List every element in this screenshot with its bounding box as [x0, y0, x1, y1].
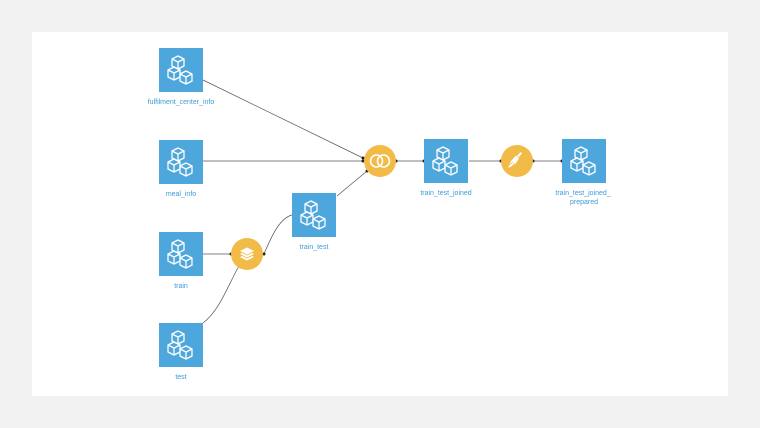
cubes-icon: [167, 239, 193, 269]
cubes-icon: [300, 200, 326, 230]
dataset-label-line: prepared: [570, 199, 598, 206]
link-train-test-to-join: [336, 170, 368, 197]
dataset-tile: [159, 48, 203, 92]
dataset-label: test: [175, 374, 186, 381]
dataset-train-test-joined[interactable]: train_test_joined: [420, 139, 472, 197]
dataset-tile: [562, 139, 606, 183]
link-fulfilment-to-join: [202, 79, 364, 159]
dataset-fulfilment-center-info[interactable]: fulfilment_center_info: [148, 48, 215, 106]
cubes-icon: [167, 55, 193, 85]
dataset-tile: [424, 139, 468, 183]
link-dot: [361, 159, 365, 163]
dataset-label-line: train_test_joined_: [555, 190, 610, 197]
link-dot: [262, 252, 266, 256]
link-dot: [361, 156, 365, 160]
dataset-label: train_test: [300, 244, 329, 251]
dataset-test[interactable]: test: [159, 323, 203, 381]
recipe-join[interactable]: [364, 145, 396, 177]
broom-icon: [508, 152, 522, 168]
dataset-tile: [292, 193, 336, 237]
dataset-train-test-joined-prepared[interactable]: train_test_joined_ prepared: [555, 139, 612, 206]
dataset-tile: [159, 323, 203, 367]
flow-links: [202, 79, 562, 324]
dataset-train[interactable]: train: [159, 232, 203, 290]
cubes-icon: [167, 330, 193, 360]
link-test-to-stack: [202, 265, 240, 324]
dataset-label: train_test_joined_ prepared: [555, 190, 612, 206]
recipe-stack[interactable]: [231, 238, 263, 270]
recipe-prepare[interactable]: [501, 145, 533, 177]
link-stack-to-train-test: [263, 214, 293, 255]
dataset-label: train: [174, 283, 188, 290]
dataset-tile: [159, 232, 203, 276]
cubes-icon: [570, 146, 596, 176]
dataset-label: meal_info: [166, 191, 196, 198]
cubes-icon: [167, 147, 193, 177]
recipe-circle: [364, 145, 396, 177]
dataset-label: train_test_joined: [420, 190, 471, 197]
dataset-label: fulfilment_center_info: [148, 99, 215, 106]
dataset-meal-info[interactable]: meal_info: [159, 140, 203, 198]
flow-canvas: [32, 32, 728, 396]
dataset-train-test[interactable]: train_test: [292, 193, 336, 251]
dataset-tile: [159, 140, 203, 184]
cubes-icon: [432, 146, 458, 176]
stack-layers-icon: [238, 246, 256, 262]
join-rings-icon: [369, 154, 391, 168]
